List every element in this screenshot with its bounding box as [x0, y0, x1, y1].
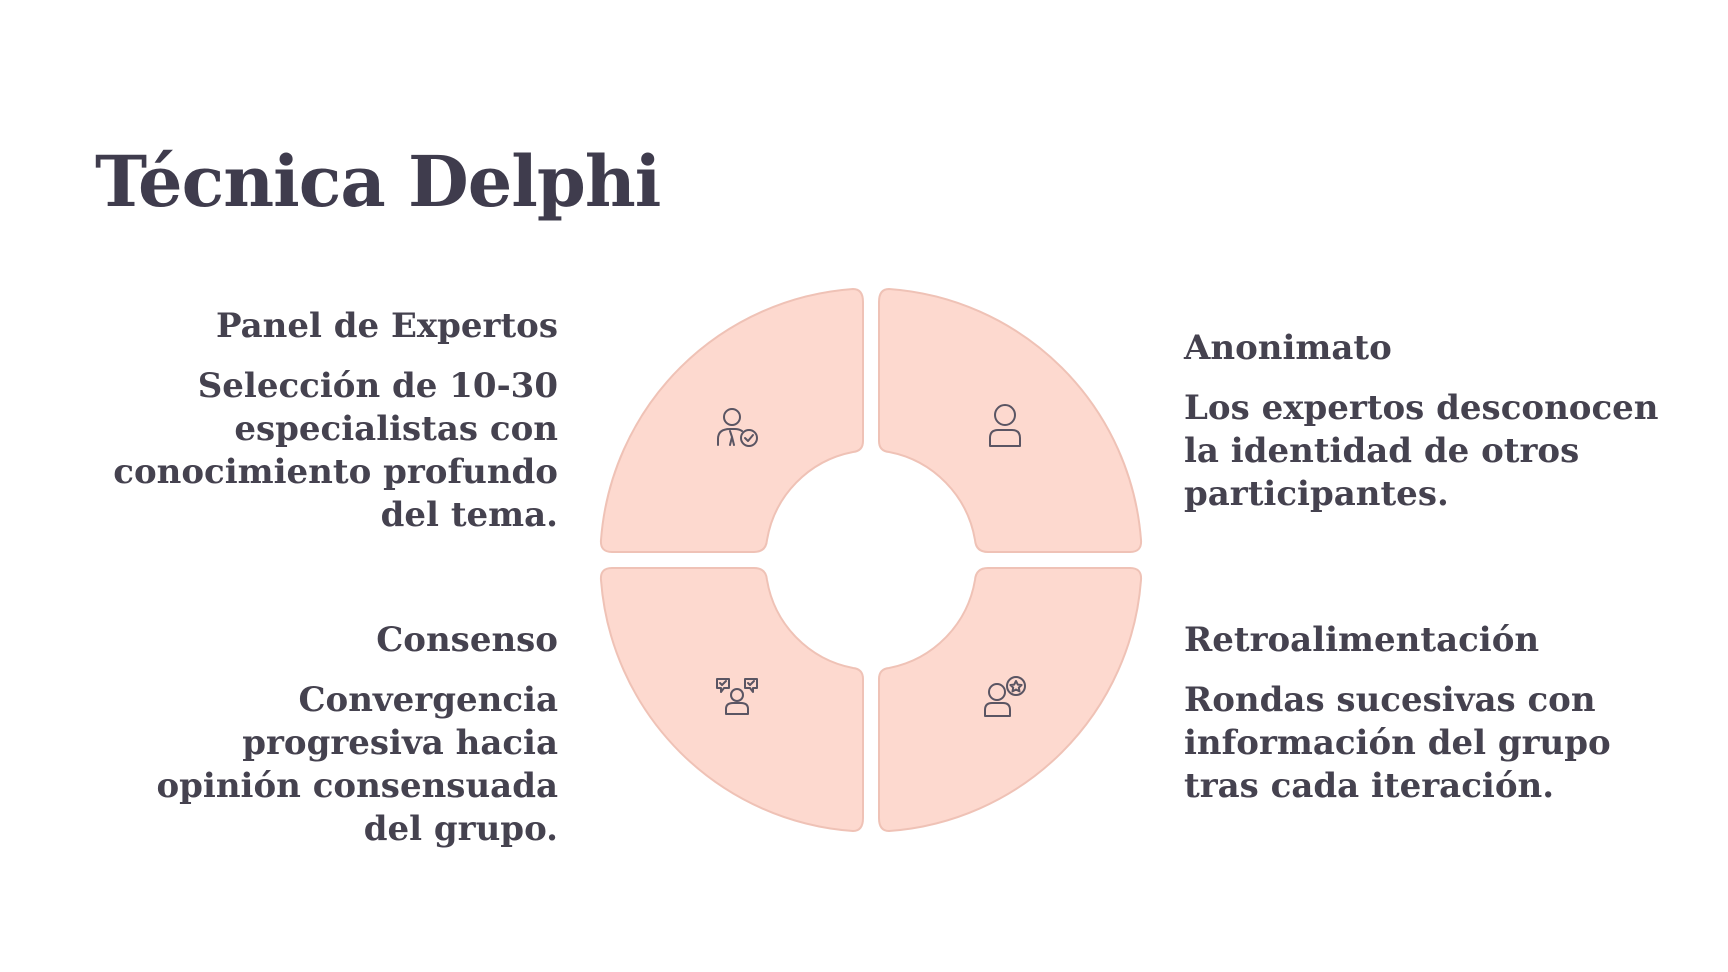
quadrant-consenso: Consenso Convergencia progresiva hacia o… [88, 620, 558, 851]
quadrant-retroalimentacion: Retroalimentación Rondas sucesivas con i… [1184, 620, 1684, 808]
segment-bottom-right [878, 567, 1143, 832]
quadrant-description: Convergencia progresiva hacia opinión co… [156, 679, 558, 849]
quadrant-heading: Anonimato [1184, 328, 1392, 368]
quadrant-heading: Panel de Expertos [215, 306, 558, 346]
quadrant-description: Los expertos desconocen la identidad de … [1184, 387, 1659, 514]
group-consensus-icon [716, 678, 758, 715]
user-feedback-icon [984, 676, 1026, 717]
user-icon [989, 404, 1021, 447]
quadrant-description: Rondas sucesivas con información del gru… [1184, 679, 1611, 806]
ring-segments [599, 288, 1143, 832]
expert-check-icon [717, 408, 758, 447]
segment-top-right [878, 288, 1143, 553]
quadrant-description: Selección de 10-30 especialistas con con… [113, 365, 558, 535]
quadrant-panel-expertos: Panel de Expertos Selección de 10-30 esp… [88, 306, 558, 537]
quadrant-heading: Consenso [376, 620, 558, 660]
quadrant-anonimato: Anonimato Los expertos desconocen la ide… [1184, 328, 1684, 516]
quadrant-heading: Retroalimentación [1184, 620, 1540, 660]
page-title: Técnica Delphi [95, 140, 661, 223]
segment-top-left [599, 288, 864, 553]
